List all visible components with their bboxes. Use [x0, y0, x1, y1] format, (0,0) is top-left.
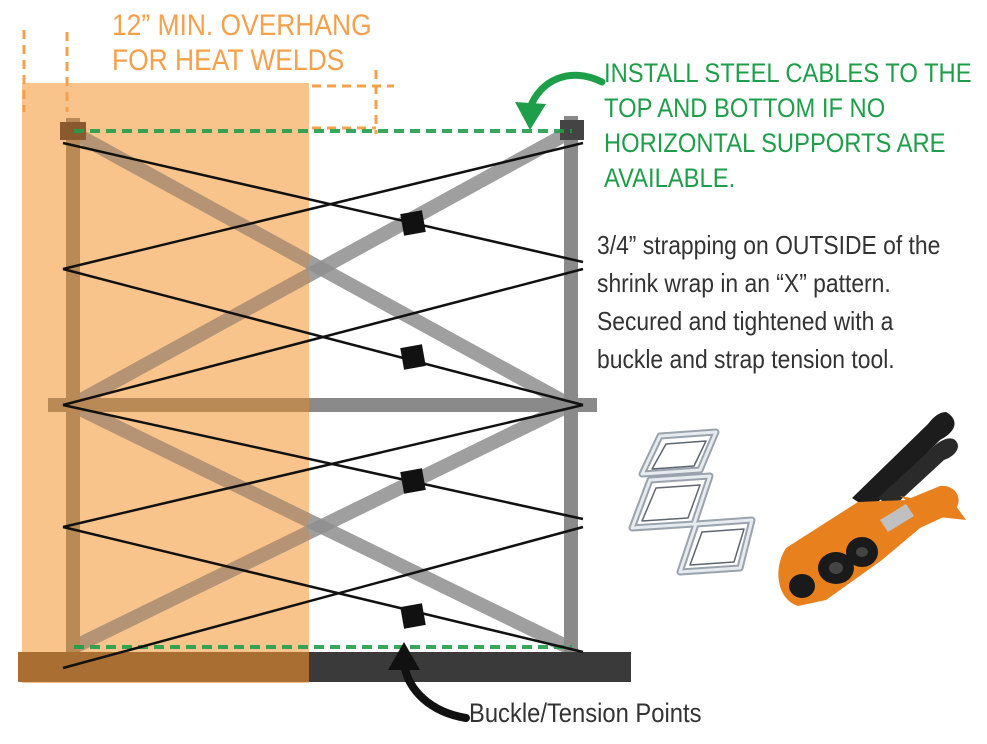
- buckle-markers: [400, 210, 426, 629]
- steel-cables-label-line: INSTALL STEEL CABLES TO THE: [604, 58, 972, 88]
- curved-arrow-icon: [388, 642, 470, 722]
- buckle-marker: [400, 603, 426, 629]
- buckle-marker: [400, 344, 426, 370]
- steel-cables: [74, 129, 572, 649]
- steel-cables-label: INSTALL STEEL CABLES TO THE TOP AND BOTT…: [604, 56, 972, 196]
- buckle-tension-points-label: Buckle/Tension Points: [469, 698, 702, 728]
- steel-cables-label-line: TOP AND BOTTOM IF NO: [604, 93, 886, 123]
- overhang-label: 12” MIN. OVERHANG FOR HEAT WELDS: [112, 8, 372, 78]
- buckle-marker: [400, 210, 426, 236]
- overhang-dashed-marks: [22, 30, 394, 134]
- strapping-description-line: buckle and strap tension tool.: [597, 344, 895, 374]
- strapping-description: 3/4” strapping on OUTSIDE of the shrink …: [597, 226, 940, 378]
- strapping-description-line: Secured and tightened with a: [597, 306, 894, 336]
- curved-arrow-icon: [515, 71, 606, 130]
- steel-cables-label-line: HORIZONTAL SUPPORTS ARE: [604, 128, 946, 158]
- scaffold-post-right: [564, 116, 578, 658]
- overhang-label-line: FOR HEAT WELDS: [112, 44, 345, 77]
- straps-x-pattern: [62, 141, 584, 670]
- shrink-wrap-overhang-area: [22, 83, 309, 683]
- base-left: [18, 652, 309, 682]
- steel-cables-label-line: AVAILABLE.: [604, 163, 736, 193]
- horizontal-support-right: [309, 398, 597, 412]
- overhang-label-line: 12” MIN. OVERHANG: [112, 9, 372, 42]
- base-right: [309, 652, 631, 682]
- buckle-marker: [400, 468, 426, 494]
- tension-tool-icon: [778, 412, 966, 606]
- strapping-description-line: 3/4” strapping on OUTSIDE of the: [597, 230, 941, 260]
- buckle-icon: [628, 428, 756, 576]
- horizontal-support-left: [48, 398, 309, 412]
- strapping-description-line: shrink wrap in an “X” pattern.: [597, 268, 891, 298]
- scaffold-post-left: [66, 118, 80, 658]
